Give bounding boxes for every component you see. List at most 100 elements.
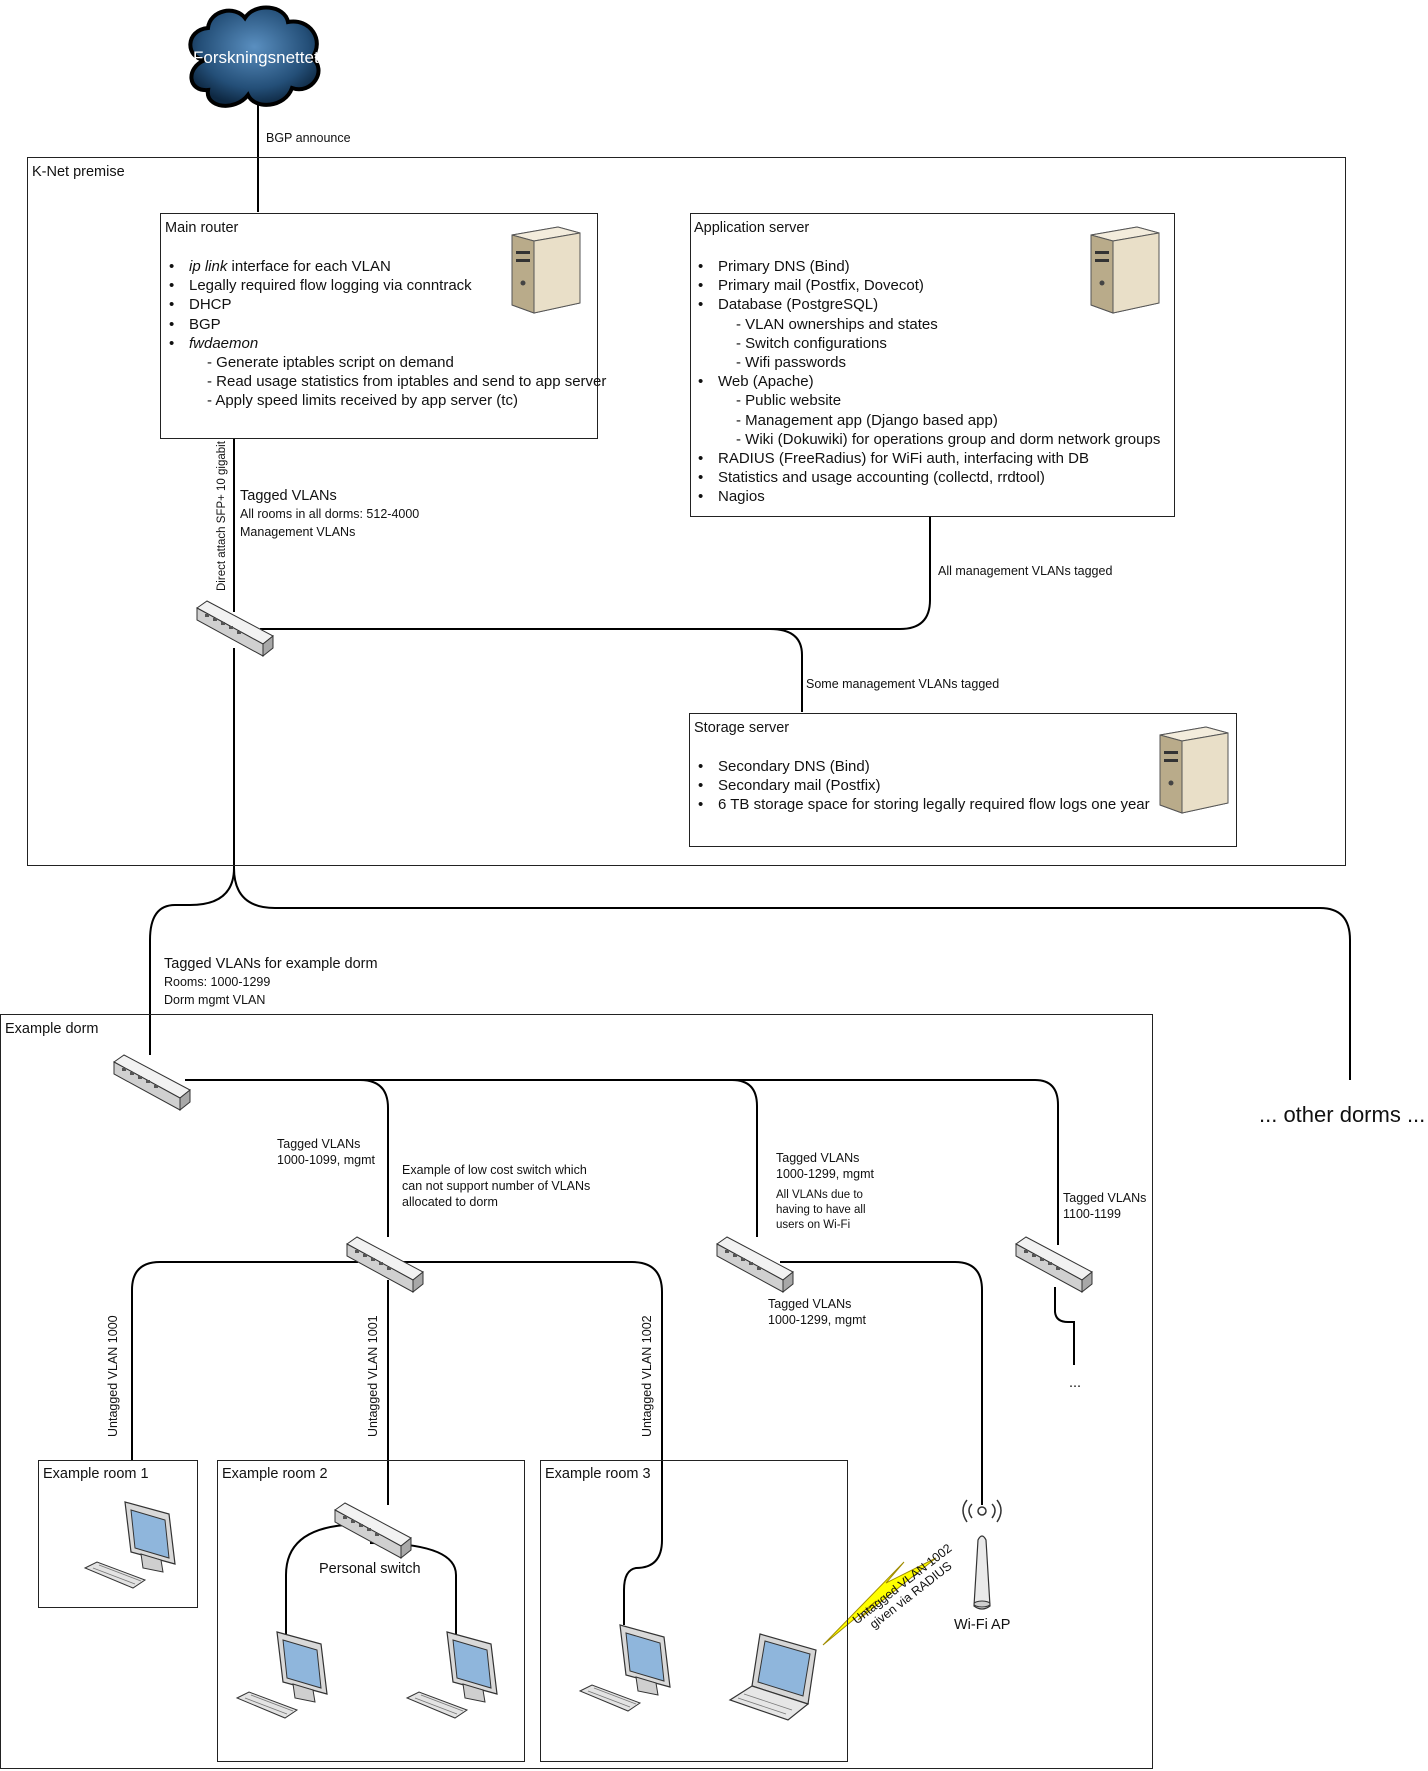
personal-switch-label: Personal switch xyxy=(319,1561,421,1577)
to-switch-a-l1: Tagged VLANs xyxy=(277,1137,361,1151)
untagged-1001-label: Untagged VLAN 1001 xyxy=(366,1315,380,1437)
room-3-title: Example room 3 xyxy=(545,1466,651,1482)
tagged-vlans-title: Tagged VLANs xyxy=(240,488,337,504)
dorm-uplink xyxy=(149,867,235,1055)
switch-icon xyxy=(331,1500,415,1565)
list-item: 6 TB storage space for storing legally r… xyxy=(694,795,1150,814)
ellipsis-label: ... xyxy=(1069,1375,1082,1391)
untagged-1002-label: Untagged VLAN 1002 xyxy=(640,1315,654,1437)
main-router-list: ip link interface for each VLAN Legally … xyxy=(165,257,606,411)
switch-a-room3 xyxy=(395,1261,663,1625)
dorm-title: Example dorm xyxy=(5,1021,99,1037)
cloud-icon xyxy=(180,0,330,115)
bus-to-switch-a xyxy=(359,1079,389,1237)
switch-b-ap-l2: 1000-1299, mgmt xyxy=(768,1313,866,1327)
dorm-uplink-l2: Dorm mgmt VLAN xyxy=(164,993,266,1007)
room-1-title: Example room 1 xyxy=(43,1466,149,1482)
dorm-uplink-title: Tagged VLANs for example dorm xyxy=(164,956,378,972)
list-item: Web (Apache) xyxy=(694,372,1160,391)
switch-b-ap xyxy=(780,1261,983,1505)
list-item: Secondary DNS (Bind) xyxy=(694,757,1150,776)
to-switch-a-l2: 1000-1099, mgmt xyxy=(277,1153,375,1167)
access-point-icon xyxy=(960,1496,1004,1617)
low-cost-note-l1: Example of low cost switch which xyxy=(402,1163,587,1177)
sfp-label: Direct attach SFP+ 10 gigabit xyxy=(216,441,228,591)
server-icon xyxy=(1087,221,1162,321)
to-switch-c-l1: Tagged VLANs xyxy=(1063,1191,1147,1205)
untagged-1000-label: Untagged VLAN 1000 xyxy=(106,1315,120,1437)
switch-icon xyxy=(193,598,277,663)
to-switch-b-n3: users on Wi-Fi xyxy=(776,1219,851,1231)
example-room-3 xyxy=(540,1460,848,1762)
list-item: Secondary mail (Postfix) xyxy=(694,776,1150,795)
list-item: Primary DNS (Bind) xyxy=(694,257,1160,276)
switch-icon xyxy=(343,1234,427,1299)
laptop-icon xyxy=(728,1628,828,1728)
main-router-title: Main router xyxy=(165,220,239,236)
knet-premise xyxy=(27,157,1346,866)
to-switch-b-n1: All VLANs due to xyxy=(776,1189,863,1201)
knet-title: K-Net premise xyxy=(32,164,125,180)
wifi-ap-label: Wi-Fi AP xyxy=(954,1617,1011,1633)
tagged-vlans-l1: All rooms in all dorms: 512-4000 xyxy=(240,507,420,521)
lightning-icon xyxy=(822,1557,937,1646)
list-item: - Switch configurations xyxy=(736,334,887,352)
low-cost-note-l2: can not support number of VLANs xyxy=(402,1179,591,1193)
other-dorms-link xyxy=(233,867,1351,1080)
example-room-2 xyxy=(217,1460,525,1762)
list-item: Statistics and usage accounting (collect… xyxy=(694,468,1160,487)
list-item: BGP xyxy=(165,315,606,334)
list-item: - Management app (Django based app) xyxy=(736,411,998,429)
server-icon xyxy=(1156,721,1231,821)
low-cost-note-l3: allocated to dorm xyxy=(402,1195,498,1209)
list-item: - Read usage statistics from iptables an… xyxy=(207,373,607,391)
workstation-icon xyxy=(405,1628,505,1729)
to-switch-b-l2: 1000-1299, mgmt xyxy=(776,1167,874,1181)
switch-icon xyxy=(1012,1234,1096,1299)
list-item: RADIUS (FreeRadius) for WiFi auth, inter… xyxy=(694,449,1160,468)
storage-server-list: Secondary DNS (Bind) Secondary mail (Pos… xyxy=(694,757,1150,815)
storage-server-title: Storage server xyxy=(694,720,790,736)
list-item: ip link interface for each VLAN xyxy=(165,257,606,276)
list-item: DHCP xyxy=(165,295,606,314)
list-item: - VLAN ownerships and states xyxy=(736,315,938,333)
list-item: - Public website xyxy=(736,392,842,410)
tagged-vlans-l2: Management VLANs xyxy=(240,525,356,539)
pswitch-left xyxy=(285,1524,346,1640)
workstation-icon xyxy=(235,1628,335,1729)
bgp-label: BGP announce xyxy=(266,131,351,145)
switch-b-ap-l1: Tagged VLANs xyxy=(768,1297,852,1311)
to-switch-b-n2: having to have all xyxy=(776,1204,866,1216)
dorm-uplink-l1: Rooms: 1000-1299 xyxy=(164,975,271,989)
list-item: fwdaemon xyxy=(165,334,606,353)
list-item: - Wifi passwords xyxy=(736,354,847,372)
list-item: - Apply speed limits received by app ser… xyxy=(207,392,518,410)
list-item: - Wiki (Dokuwiki) for operations group a… xyxy=(736,430,1161,448)
room-2-title: Example room 2 xyxy=(222,1466,328,1482)
app-server-list: Primary DNS (Bind) Primary mail (Postfix… xyxy=(694,257,1160,507)
server-icon xyxy=(508,221,583,321)
switch-c-down xyxy=(1054,1287,1075,1365)
list-item: Primary mail (Postfix, Dovecot) xyxy=(694,276,1160,295)
list-item: Nagios xyxy=(694,487,1160,506)
list-item: - Generate iptables script on demand xyxy=(207,354,454,372)
to-switch-b-l1: Tagged VLANs xyxy=(776,1151,860,1165)
example-dorm xyxy=(0,1014,1153,1769)
core-app-link xyxy=(260,516,931,630)
bus-to-switch-b xyxy=(731,1079,758,1237)
core-storage-link xyxy=(769,628,803,712)
list-item: Legally required flow logging via conntr… xyxy=(165,276,606,295)
to-switch-c-l2: 1100-1199 xyxy=(1063,1207,1121,1221)
switch-icon xyxy=(110,1052,194,1117)
workstation-icon xyxy=(83,1498,183,1599)
switch-icon xyxy=(713,1234,797,1299)
some-mgmt-label: Some management VLANs tagged xyxy=(806,677,1000,691)
example-room-1 xyxy=(38,1460,198,1608)
app-server-title: Application server xyxy=(694,220,810,236)
all-mgmt-label: All management VLANs tagged xyxy=(938,564,1113,578)
dorm-bus xyxy=(185,1079,1059,1245)
workstation-icon xyxy=(578,1621,678,1722)
list-item: Database (PostgreSQL) xyxy=(694,295,1160,314)
other-dorms-label: ... other dorms ... xyxy=(1259,1102,1426,1127)
